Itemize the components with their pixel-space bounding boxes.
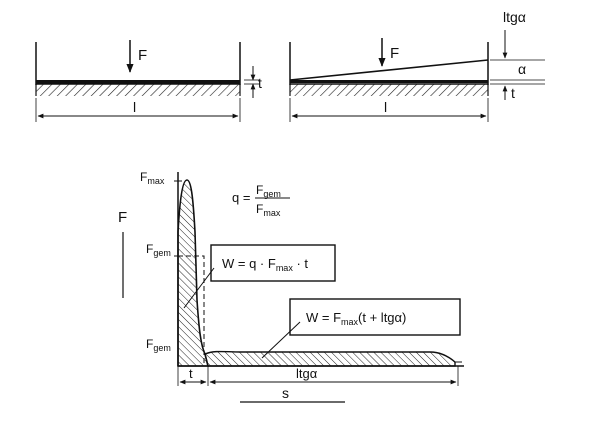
thickness-label: t xyxy=(511,85,515,101)
t-dim-label: t xyxy=(189,366,193,381)
fgem-low-label: Fgem xyxy=(146,337,171,353)
parallel-cut-sketch: F t l xyxy=(35,40,262,122)
w1-formula-box xyxy=(210,244,336,282)
w2-formula: W = Fmax(t + ltgα) xyxy=(306,310,406,327)
inclined-cut-sketch: F ltgα α t l xyxy=(289,9,545,122)
thickness-label: t xyxy=(258,75,262,91)
base-hatch xyxy=(36,84,240,96)
fgem-dashed-box xyxy=(178,255,205,366)
force-label: F xyxy=(390,45,399,62)
q-formula-lhs: q = xyxy=(232,190,250,205)
sheet-strip xyxy=(36,80,240,84)
q-formula: q = Fgem Fmax xyxy=(232,183,290,218)
force-path-graph: F Fmax Fgem Fgem q = Fgem Fmax W = q · F… xyxy=(118,170,464,403)
q-formula-numerator: Fgem xyxy=(256,183,281,199)
w2-formula-box xyxy=(289,298,461,336)
w1-leader-line xyxy=(183,267,215,309)
fmax-label: Fmax xyxy=(140,170,165,186)
sheet-strip xyxy=(290,80,488,83)
inclined-blade-line xyxy=(289,59,489,81)
peak-spike-area xyxy=(177,179,210,367)
ltg-dim-label: ltgα xyxy=(296,366,318,381)
w2-leader-line xyxy=(261,321,301,359)
x-axis-label: s xyxy=(282,385,289,401)
plateau-area xyxy=(204,350,456,367)
w1-formula: W = q · Fmax · t xyxy=(222,256,308,273)
q-formula-denominator: Fmax xyxy=(256,202,281,218)
ltg-label: ltgα xyxy=(503,9,526,25)
length-label: l xyxy=(384,99,387,115)
y-axis-label: F xyxy=(118,209,127,226)
fgem-mid-label: Fgem xyxy=(146,242,171,258)
alpha-label: α xyxy=(518,61,526,77)
base-hatch xyxy=(290,84,488,96)
length-label: l xyxy=(133,99,136,115)
force-label: F xyxy=(138,47,147,64)
